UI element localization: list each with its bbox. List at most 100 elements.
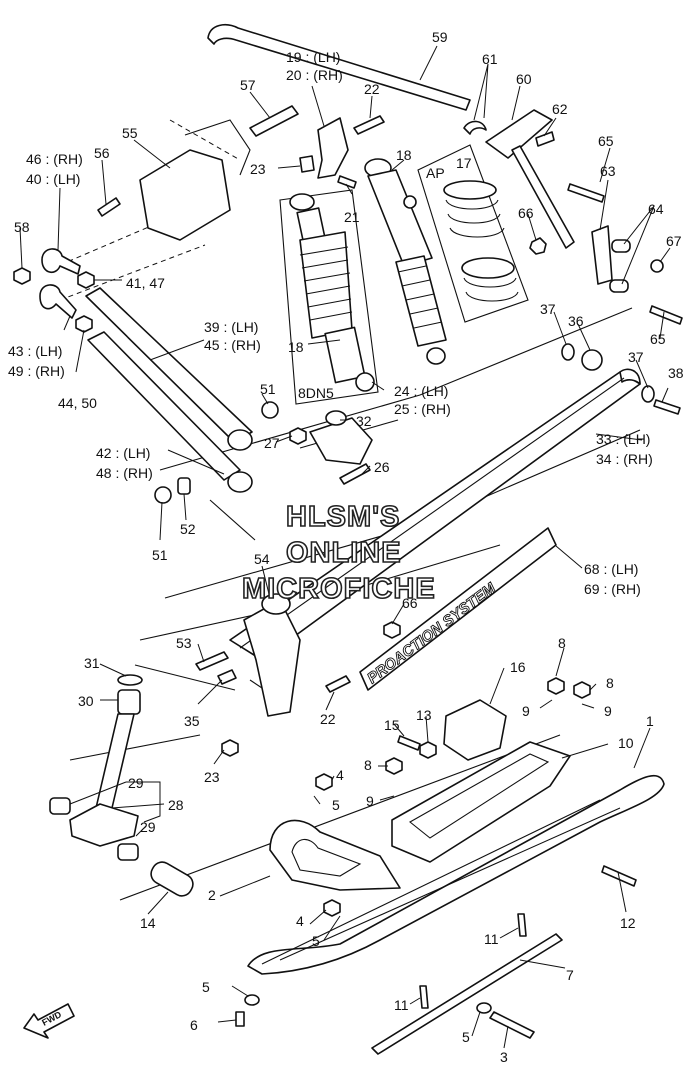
part-tube-bushing-a	[227, 429, 253, 451]
part-3-bolt	[489, 1011, 535, 1039]
callout-9-c: 9	[366, 793, 374, 809]
callout-13: 13	[416, 707, 432, 723]
part-60-plate	[485, 109, 553, 159]
callout-9-b: 9	[604, 703, 612, 719]
callout-5-upper: 5	[332, 797, 340, 813]
part-62-grease-nipple	[535, 131, 555, 147]
part-2-ski-handle	[269, 819, 401, 891]
callout-11-a: 11	[484, 931, 499, 947]
callout-29-a: 29	[128, 775, 144, 791]
callout-29-b: 29	[140, 819, 156, 835]
part-14-sleeve	[150, 861, 194, 897]
shock-variant-box	[279, 189, 379, 405]
part-tube-bushing-b	[227, 471, 253, 493]
fwd-arrow-icon: FWD	[23, 1003, 75, 1039]
callout-6: 6	[190, 1017, 198, 1033]
callout-labels: 59 19 : (LH) 20 : (RH) 61 60 62 57 22 55…	[8, 29, 684, 1065]
part-37-washer-b	[641, 385, 655, 403]
part-58-nut	[13, 267, 31, 285]
callout-58: 58	[14, 219, 30, 235]
callout-63: 63	[600, 163, 616, 179]
box-label-shock-variant: 8DN5	[298, 385, 334, 401]
part-65-bolt-lower	[649, 305, 683, 325]
part-29-bushing-b	[117, 843, 139, 861]
callout-54: 54	[254, 551, 270, 567]
callout-11-b: 11	[394, 997, 409, 1013]
part-53-bolt	[195, 651, 229, 671]
callout-14: 14	[140, 915, 156, 931]
callout-20: 20 : (RH)	[286, 67, 343, 83]
callout-55: 55	[122, 125, 138, 141]
part-7-wear-bar	[371, 933, 563, 1055]
callout-26: 26	[374, 459, 390, 475]
callout-56: 56	[94, 145, 110, 161]
callout-42: 42 : (LH)	[96, 445, 150, 461]
callout-4-lower: 4	[296, 913, 304, 929]
part-51-washer-a	[261, 401, 279, 419]
callout-9-a: 9	[522, 703, 530, 719]
part-16-damper-block	[443, 699, 507, 761]
callout-19: 19 : (LH)	[286, 49, 340, 65]
callout-66-upper: 66	[518, 205, 534, 221]
callout-45: 45 : (RH)	[204, 337, 261, 353]
callout-66-lower: 66	[402, 595, 418, 611]
callout-41-47: 41, 47	[126, 275, 165, 291]
part-33-34-main-rail	[229, 368, 641, 661]
callout-15: 15	[384, 717, 400, 733]
callout-35: 35	[184, 713, 200, 729]
callout-37-upper: 37	[540, 301, 556, 317]
part-54-spindle-housing	[243, 593, 301, 717]
callout-51-upper: 51	[260, 381, 276, 397]
callout-21: 21	[344, 209, 360, 225]
part-64-bushing-b	[609, 279, 629, 293]
callout-2: 2	[208, 887, 216, 903]
part-55-bracket-plate	[139, 149, 231, 241]
callout-22-lower: 22	[320, 711, 336, 727]
callout-32: 32	[356, 413, 372, 429]
callout-38: 38	[668, 365, 684, 381]
callout-8-a: 8	[558, 635, 566, 651]
part-8-nut-c	[385, 757, 403, 775]
part-56-grease-fitting	[97, 197, 121, 217]
callout-43: 43 : (LH)	[8, 343, 62, 359]
callout-17: 17	[456, 155, 472, 171]
callout-33: 33 : (LH)	[596, 431, 650, 447]
callout-68: 68 : (LH)	[584, 561, 638, 577]
callout-27: 27	[264, 435, 280, 451]
part-30-bushing	[117, 689, 141, 715]
part-43-49-rod-end	[39, 284, 77, 319]
callout-69: 69 : (RH)	[584, 581, 641, 597]
callout-24: 24 : (LH)	[394, 383, 448, 399]
callout-8-c: 8	[364, 757, 372, 773]
watermark-line-1: HLSM'S	[286, 501, 400, 533]
part-18-shock-absorber	[364, 158, 447, 365]
part-10-ski-riser	[391, 741, 571, 863]
part-23-nut-mid	[299, 155, 315, 173]
part-66-nut-lower	[383, 621, 401, 639]
part-57-bolt	[249, 105, 299, 137]
callout-40: 40 : (LH)	[26, 171, 80, 187]
callout-3: 3	[500, 1049, 508, 1065]
part-46-40-rod-end	[41, 248, 81, 275]
part-18-shock-absorber-variant	[289, 193, 375, 392]
callout-25: 25 : (RH)	[394, 401, 451, 417]
callout-5-left: 5	[202, 979, 210, 995]
callout-53: 53	[176, 635, 192, 651]
part-41-47-nut	[77, 271, 95, 289]
part-8-nut-b	[573, 681, 591, 699]
callout-5-bottom: 5	[462, 1029, 470, 1045]
callout-64: 64	[648, 201, 664, 217]
callout-12: 12	[620, 915, 636, 931]
callout-36: 36	[568, 313, 584, 329]
callout-48: 48 : (RH)	[96, 465, 153, 481]
callout-49: 49 : (RH)	[8, 363, 65, 379]
callout-10: 10	[618, 735, 634, 751]
callout-46: 46 : (RH)	[26, 151, 83, 167]
part-5-washer-left	[244, 994, 260, 1006]
part-67-washer	[650, 259, 664, 273]
part-63-link-rod	[591, 225, 613, 285]
part-4-nut-lower	[323, 899, 341, 917]
leader-lines	[19, 45, 671, 1049]
part-52-collar	[177, 477, 191, 495]
callout-57: 57	[240, 77, 256, 93]
